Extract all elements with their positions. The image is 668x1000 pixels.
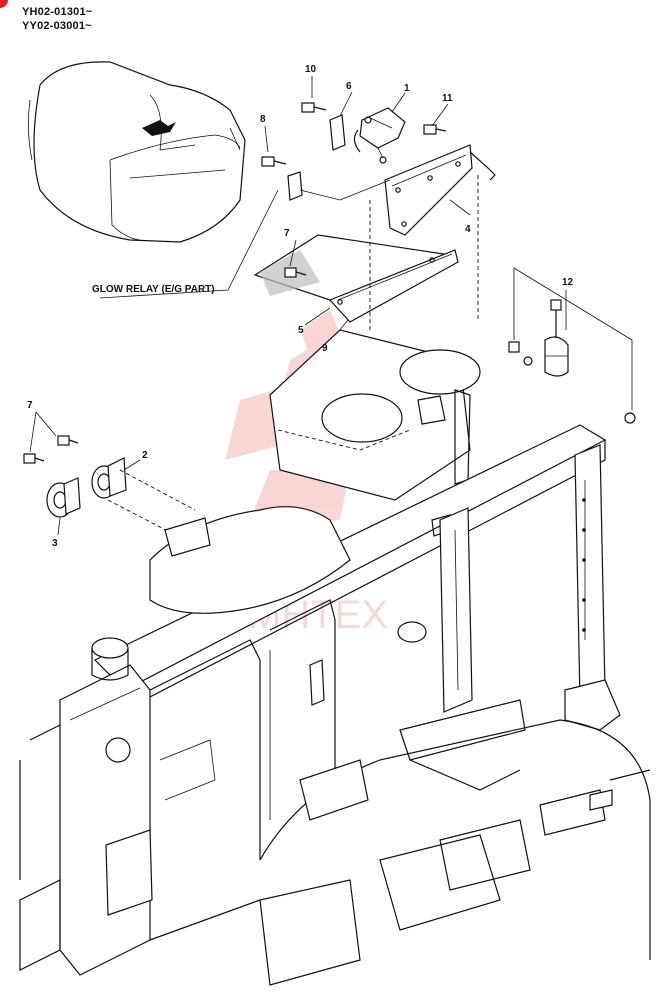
callout-11: 11 xyxy=(442,93,453,104)
callout-10: 10 xyxy=(305,64,317,75)
bolt-7-left xyxy=(23,435,79,464)
glow-relay-label: GLOW RELAY (E/G PART) xyxy=(92,284,215,295)
relay-mount-plate xyxy=(253,234,459,323)
callout-5: 5 xyxy=(298,325,304,336)
callout-7-left: 7 xyxy=(27,400,33,411)
bolt-8 xyxy=(261,156,287,167)
callout-8: 8 xyxy=(260,114,266,125)
callout-2: 2 xyxy=(142,450,148,461)
bolt-10 xyxy=(301,102,327,113)
relay-bracket-plate xyxy=(384,144,496,236)
serial-range-2: YY02-03001~ xyxy=(22,20,92,32)
callout-4: 4 xyxy=(465,224,471,235)
sensor-part-12 xyxy=(508,299,636,424)
bolt-7-top xyxy=(284,267,307,278)
relay-stay xyxy=(329,114,346,151)
callout-12: 12 xyxy=(562,277,574,288)
horn-part-2 xyxy=(91,457,127,499)
machine-frame xyxy=(19,329,651,986)
callout-3: 3 xyxy=(52,538,58,549)
serial-range-1: YH02-01301~ xyxy=(22,6,93,18)
callout-6: 6 xyxy=(346,81,352,92)
clamp-part xyxy=(287,171,303,201)
callout-9: 9 xyxy=(322,343,328,354)
horn-part-3 xyxy=(46,477,81,518)
engine-cover xyxy=(28,61,246,243)
corner-mark xyxy=(0,0,8,8)
callout-7-top: 7 xyxy=(284,228,290,239)
bolt-11 xyxy=(423,124,447,135)
callout-1: 1 xyxy=(404,83,410,94)
glow-relay-part xyxy=(353,107,406,164)
